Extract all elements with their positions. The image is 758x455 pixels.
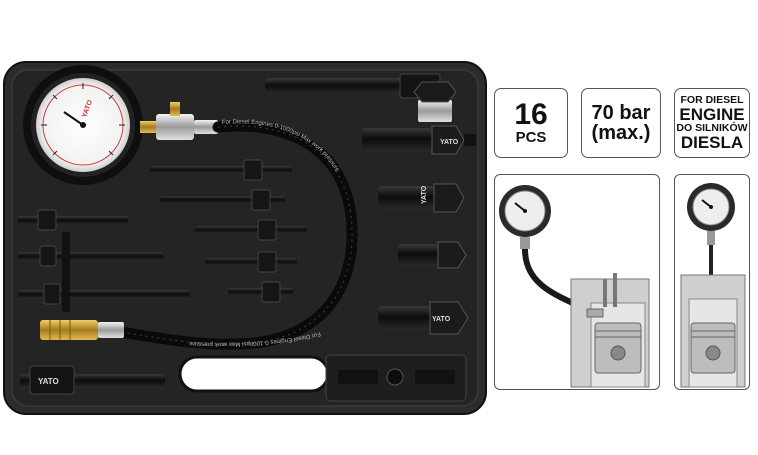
illustration-hose-connection [494,174,660,390]
gauge-needle [63,111,84,126]
hose-crimp-bottom [98,322,124,338]
hose-connection-drawing [499,185,650,388]
case-handle-slot [178,355,330,393]
extension-bottom-head [29,365,75,395]
adapter-rods-center [150,159,307,303]
injector-adapters: YATO YATO YATO [362,125,476,335]
direct-connection-drawing [680,183,746,388]
badge-max-pressure: 70 bar (max.) [581,88,661,158]
piece-count-unit: PCS [515,129,547,146]
engine-line-1: FOR DIESEL [680,94,744,106]
illustration-direct-connection [674,174,750,390]
extension-rods [18,209,190,312]
engine-line-3: DO SILNIKÓW [676,122,748,134]
extension-bar-top [265,78,430,94]
gauge-coupler [156,114,194,140]
badge-diesel-engine: FOR DIESEL ENGINE DO SILNIKÓW DIESLA [674,88,750,158]
adapter-brand: YATO [440,139,459,146]
badge-piece-count: 16 PCS [494,88,568,158]
piece-count-number: 16 [514,98,548,131]
case-block-hole [386,368,404,386]
extension-bottom-brand: YATO [38,377,59,386]
gauge-stem-brass [140,121,156,133]
adapter-brand: YATO [432,316,451,323]
case-block-slot [338,370,378,384]
gauge-valve [170,102,180,116]
pressure-gauge: YATO [23,65,143,185]
tool-case: YATO For Diesel Engines 0-1000psi Max wo… [3,61,487,415]
pressure-note: (max.) [591,122,651,144]
adapter-brand: YATO [421,185,428,204]
coupler-chrome [418,100,452,122]
brass-quick-coupler [40,320,98,340]
engine-line-4: DIESLA [680,133,744,152]
hose-crimp-top [194,120,218,134]
case-block-slot [415,370,455,384]
engine-line-2: ENGINE [679,105,745,124]
pressure-value: 70 bar [591,102,651,124]
coupler-hex [413,81,457,103]
